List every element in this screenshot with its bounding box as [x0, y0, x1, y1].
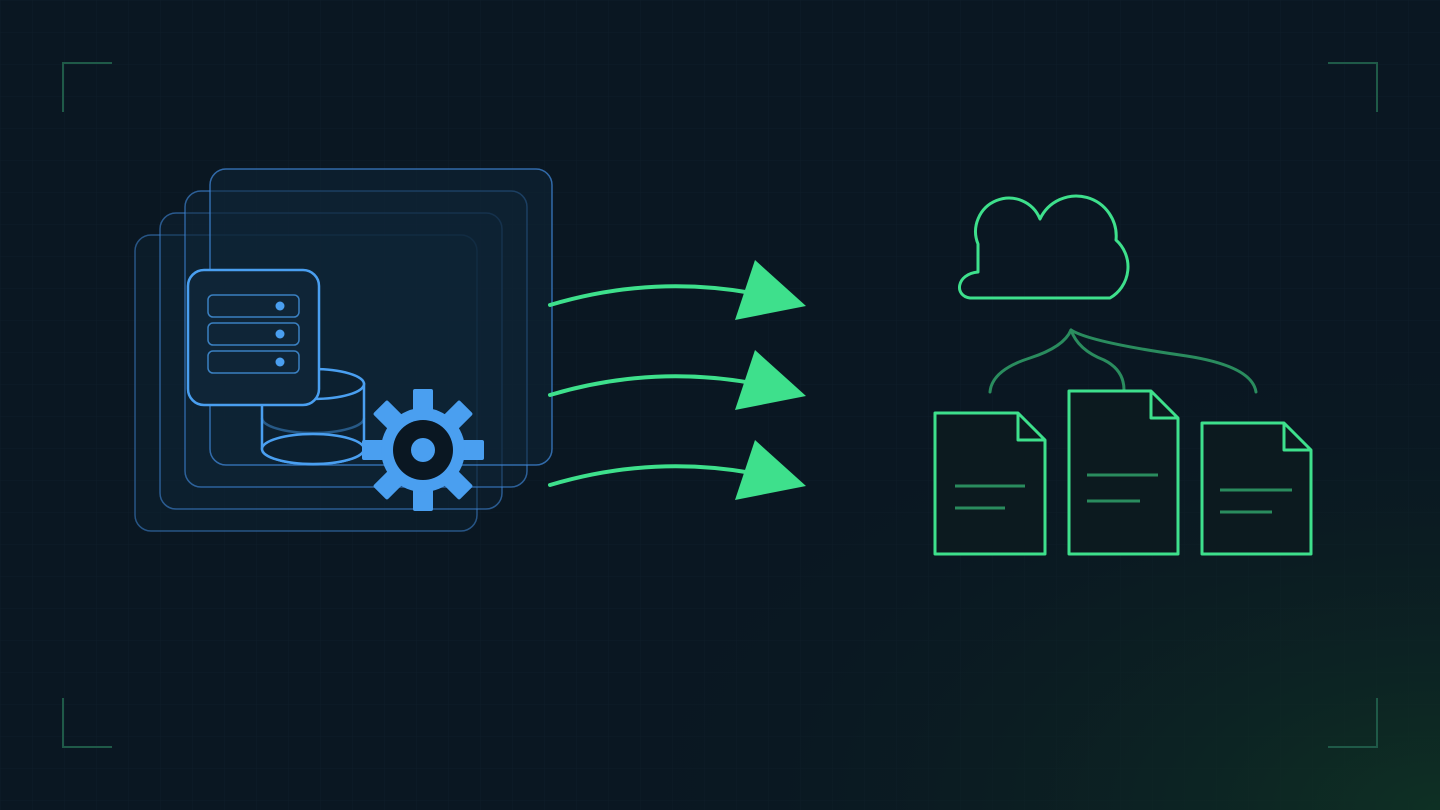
corner-bracket-bottom-left [62, 698, 112, 748]
corner-bracket-top-right [1328, 62, 1378, 112]
server-rack-icon [186, 268, 321, 407]
flow-arrow-1 [548, 260, 806, 320]
document-icon-3 [1200, 421, 1313, 556]
corner-bracket-top-left [62, 62, 112, 112]
gear-icon [362, 389, 484, 511]
corner-bracket-bottom-right [1328, 698, 1378, 748]
flow-arrows [548, 260, 806, 500]
document-icon-1 [933, 411, 1047, 556]
cloud-branch-connectors [988, 328, 1258, 394]
corner-brackets [62, 62, 1378, 748]
flow-arrow-3 [548, 440, 806, 500]
cloud-icon [958, 194, 1130, 300]
flow-arrow-2 [548, 350, 806, 410]
document-icon-2 [1067, 389, 1180, 556]
